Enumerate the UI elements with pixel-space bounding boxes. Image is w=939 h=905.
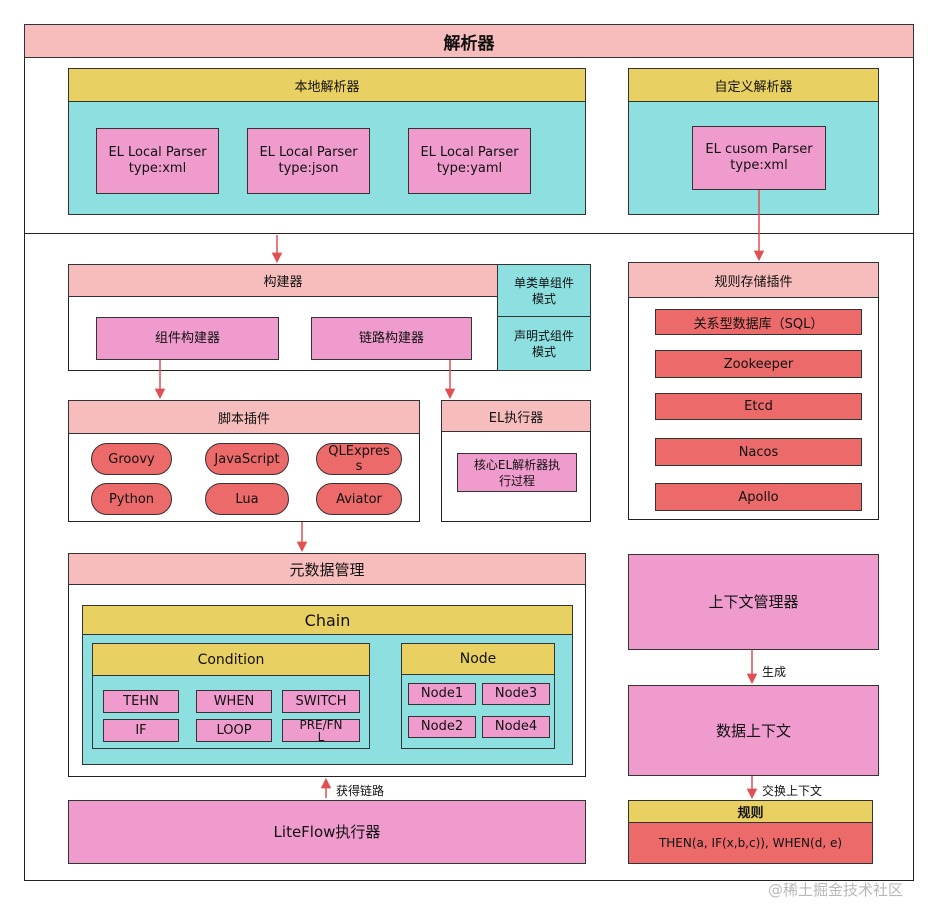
storage-sql: 关系型数据库（SQL） <box>655 309 862 335</box>
condition-title-text: Condition <box>197 651 265 668</box>
local-parser-json: EL Local Parser type:json <box>247 128 370 194</box>
storage-apollo: Apollo <box>655 483 862 511</box>
script-aviator: Aviator <box>316 483 402 515</box>
script-plugin-title-text: 脚本插件 <box>217 411 270 427</box>
el-executor-title-text: EL执行器 <box>488 410 544 426</box>
condition-title: Condition <box>92 643 370 676</box>
get-chain-label: 获得链路 <box>336 784 385 798</box>
script-groovy: Groovy <box>91 443 172 475</box>
node-2: Node2 <box>408 716 476 738</box>
node-title-text: Node <box>459 651 497 667</box>
chain-title-text: Chain <box>304 610 351 630</box>
storage-etcd: Etcd <box>655 393 862 420</box>
condition-tehn: TEHN <box>103 690 179 713</box>
script-javascript: JavaScript <box>205 443 289 475</box>
rule-storage-section <box>628 262 879 520</box>
mode-single-component: 单类单组件 模式 <box>497 264 591 317</box>
generate-label: 生成 <box>762 665 787 679</box>
builder-title-text: 构建器 <box>263 275 303 290</box>
condition-loop: LOOP <box>196 719 272 742</box>
mode-declarative-component: 声明式组件 模式 <box>497 316 591 371</box>
condition-switch: SWITCH <box>282 690 360 713</box>
script-python: Python <box>91 483 172 515</box>
liteflow-executor: LiteFlow执行器 <box>68 800 586 864</box>
condition-if: IF <box>103 719 179 742</box>
custom-parser-title-text: 自定义解析器 <box>714 79 793 95</box>
context-manager: 上下文管理器 <box>628 554 879 650</box>
custom-parser-xml: EL cusom Parser type:xml <box>692 126 826 190</box>
local-parser-yaml: EL Local Parser type:yaml <box>408 128 531 194</box>
custom-parser-title: 自定义解析器 <box>628 68 879 102</box>
condition-pre-fnl: PRE/FN L <box>282 719 360 743</box>
condition-when: WHEN <box>196 690 272 713</box>
script-lua: Lua <box>205 483 289 515</box>
rule-storage-title-text: 规则存储插件 <box>714 274 793 290</box>
rule-expression: THEN(a, IF(x,b,c)), WHEN(d, e) <box>628 822 873 864</box>
local-parser-xml: EL Local Parser type:xml <box>96 128 219 194</box>
rule-title-text: 规则 <box>737 806 764 821</box>
builder-title: 构建器 <box>68 264 498 297</box>
script-plugin-title: 脚本插件 <box>68 400 420 434</box>
node-3: Node3 <box>482 683 550 705</box>
node-4: Node4 <box>482 716 550 738</box>
chain-title: Chain <box>82 605 573 635</box>
node-1: Node1 <box>408 683 476 705</box>
node-title: Node <box>401 643 555 675</box>
el-executor-title: EL执行器 <box>441 400 591 432</box>
storage-nacos: Nacos <box>655 438 862 466</box>
local-parser-title-text: 本地解析器 <box>294 79 360 95</box>
local-parser-title: 本地解析器 <box>68 68 586 102</box>
component-builder: 组件构建器 <box>96 317 279 360</box>
exchange-context-label: 交换上下文 <box>762 784 823 798</box>
rule-storage-title: 规则存储插件 <box>628 262 879 298</box>
script-qlexpress: QLExpres s <box>316 443 402 475</box>
rule-title: 规则 <box>628 800 873 823</box>
core-el-parser-process: 核心EL解析器执 行过程 <box>457 453 577 492</box>
metadata-title-text: 元数据管理 <box>289 560 365 579</box>
chain-builder: 链路构建器 <box>311 317 472 360</box>
metadata-title: 元数据管理 <box>68 553 586 585</box>
parser-title: 解析器 <box>24 24 914 58</box>
data-context: 数据上下文 <box>628 685 879 776</box>
storage-zookeeper: Zookeeper <box>655 350 862 378</box>
parser-title-text: 解析器 <box>443 33 495 54</box>
watermark: @稀土掘金技术社区 <box>768 881 904 899</box>
